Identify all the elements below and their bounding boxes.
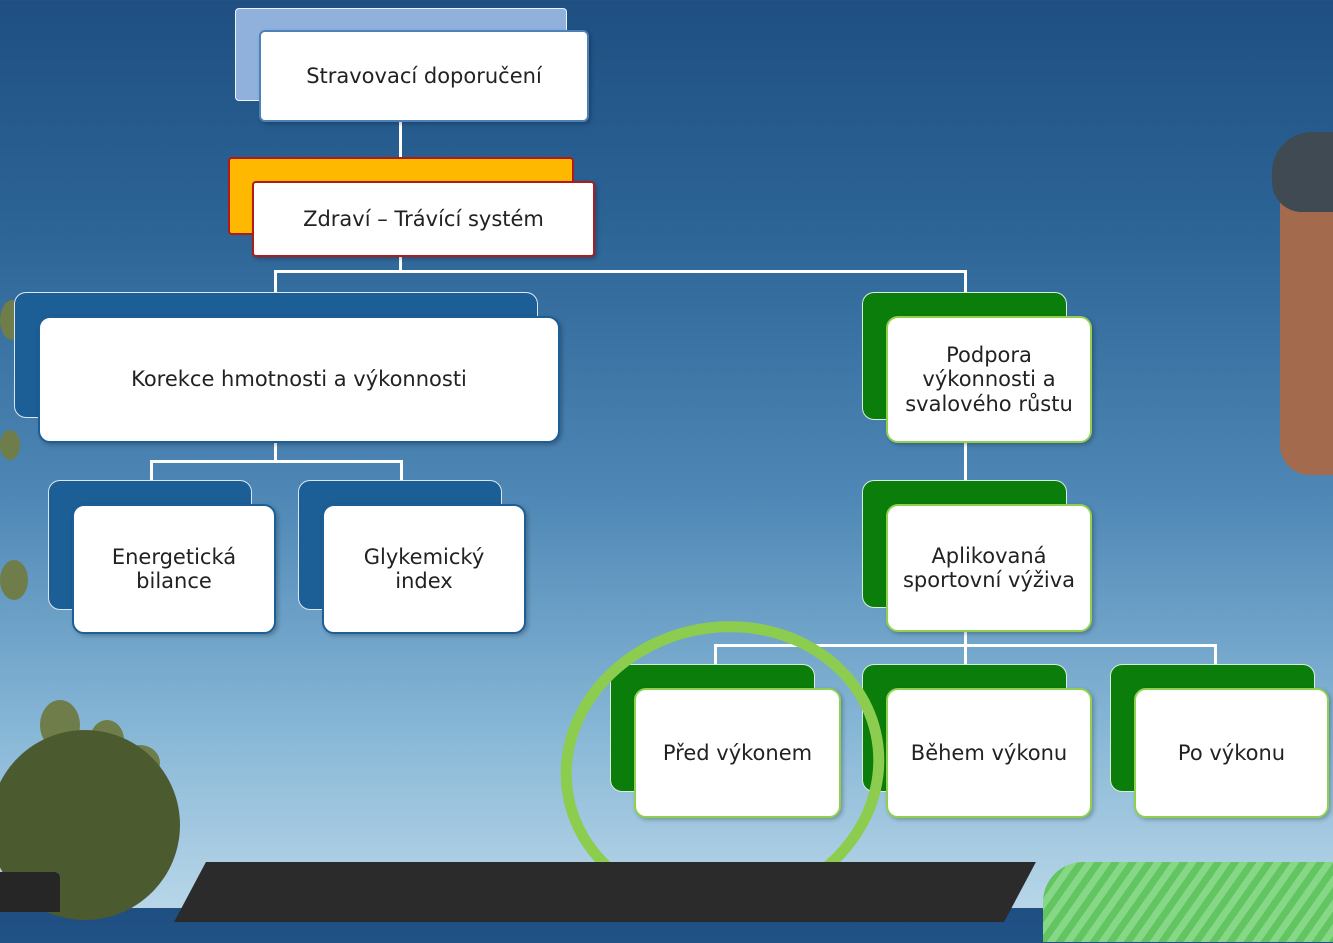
connector-line [714,644,717,666]
slide-canvas: Stravovací doporučení Zdraví – Trávící s… [0,8,1333,943]
applied-node-label: Aplikovaná sportovní výživa [902,543,1076,592]
connector-line [399,256,402,272]
glycemic-node: Glykemický index [322,504,526,634]
root-node-label: Stravovací doporučení [306,63,542,88]
support-node: Podpora výkonnosti a svalového růstu [886,316,1092,443]
plant-leaf [0,430,20,460]
connector-line [150,460,403,463]
connector-line [964,632,967,646]
connector-line [150,460,153,482]
support-node-label: Podpora výkonnosti a svalového růstu [905,343,1073,416]
during-node: Během výkonu [886,688,1092,818]
connector-line [1214,644,1217,666]
during-node-label: Během výkonu [910,740,1068,765]
root-node: Stravovací doporučení [259,30,589,122]
energy-node-label: Energetická bilance [111,544,237,593]
weight-node-label: Korekce hmotnosti a výkonnosti [131,367,467,392]
connector-line [964,270,967,294]
footer-bar [174,862,1036,922]
plant-leaf [0,560,28,600]
footer-green-tab [1043,862,1333,942]
footer-corner [0,872,60,912]
connector-line [274,442,277,462]
before-node-label: Před výkonem [662,740,813,765]
after-node: Po výkonu [1134,688,1329,818]
health-node: Zdraví – Trávící systém [252,181,595,257]
connector-line [274,270,277,294]
connector-line [964,442,967,482]
connector-line [274,270,966,273]
connector-line [964,644,967,666]
energy-node: Energetická bilance [72,504,276,634]
before-node: Před výkonem [634,688,841,818]
after-node-label: Po výkonu [1177,740,1286,765]
connector-line [400,460,403,482]
connector-line [399,121,402,181]
athlete-cap [1272,132,1333,212]
applied-node: Aplikovaná sportovní výživa [886,504,1092,632]
glycemic-node-label: Glykemický index [363,544,485,593]
health-node-label: Zdraví – Trávící systém [303,206,544,231]
weight-node: Korekce hmotnosti a výkonnosti [38,316,560,443]
